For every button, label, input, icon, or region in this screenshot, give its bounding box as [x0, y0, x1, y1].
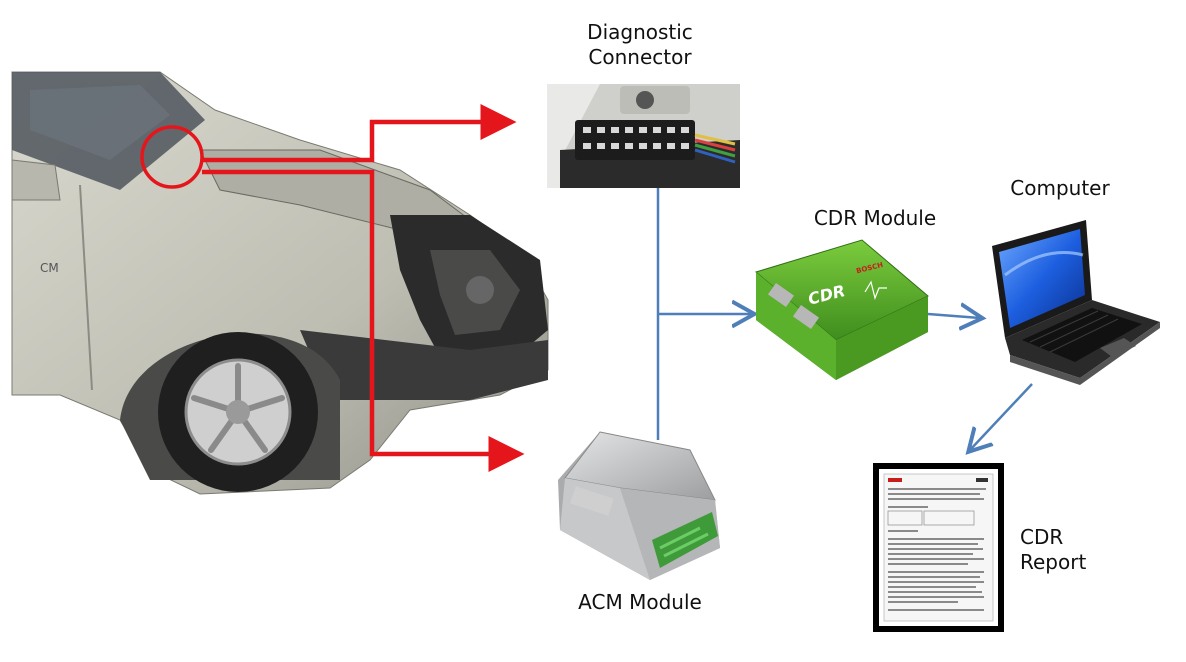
cdr-report-image — [873, 463, 1004, 632]
arrow-to-diagnostic-connector — [202, 104, 517, 163]
diagnostic-connector-label-line2: Connector — [588, 45, 692, 69]
damaged-car-image: CM — [11, 71, 549, 495]
cdr-report-label-line1: CDR — [1020, 525, 1064, 549]
laptop-touchpad — [1100, 338, 1136, 357]
obd-port — [575, 120, 695, 160]
acm-green-connectors — [652, 512, 718, 568]
red-connection-arrows — [202, 104, 525, 472]
acm-module-label: ACM Module — [578, 590, 702, 614]
arrow-to-acm-module — [202, 169, 525, 472]
acm-module-image — [558, 431, 720, 580]
computer-laptop-image — [992, 220, 1160, 385]
cdr-report-label-line2: Report — [1020, 550, 1087, 574]
cdr-module-label: CDR Module — [813, 206, 937, 230]
arrow-to-computer — [927, 314, 980, 318]
report-text-lines — [887, 488, 986, 611]
blue-connection-lines — [656, 188, 1033, 450]
diagnostic-connector-image — [547, 84, 740, 188]
cdr-report-label: CDR Report — [1020, 525, 1120, 575]
arrow-to-cdr-report — [970, 383, 1033, 450]
diagnostic-connector-label-line1: Diagnostic — [587, 20, 693, 44]
connector-location-circle — [140, 125, 204, 189]
computer-label: Computer — [1010, 176, 1110, 200]
diagnostic-connector-label: Diagnostic Connector — [560, 20, 720, 70]
car-badge-text: CM — [40, 261, 59, 275]
cdr-module-image: CDR BOSCH — [754, 239, 929, 380]
